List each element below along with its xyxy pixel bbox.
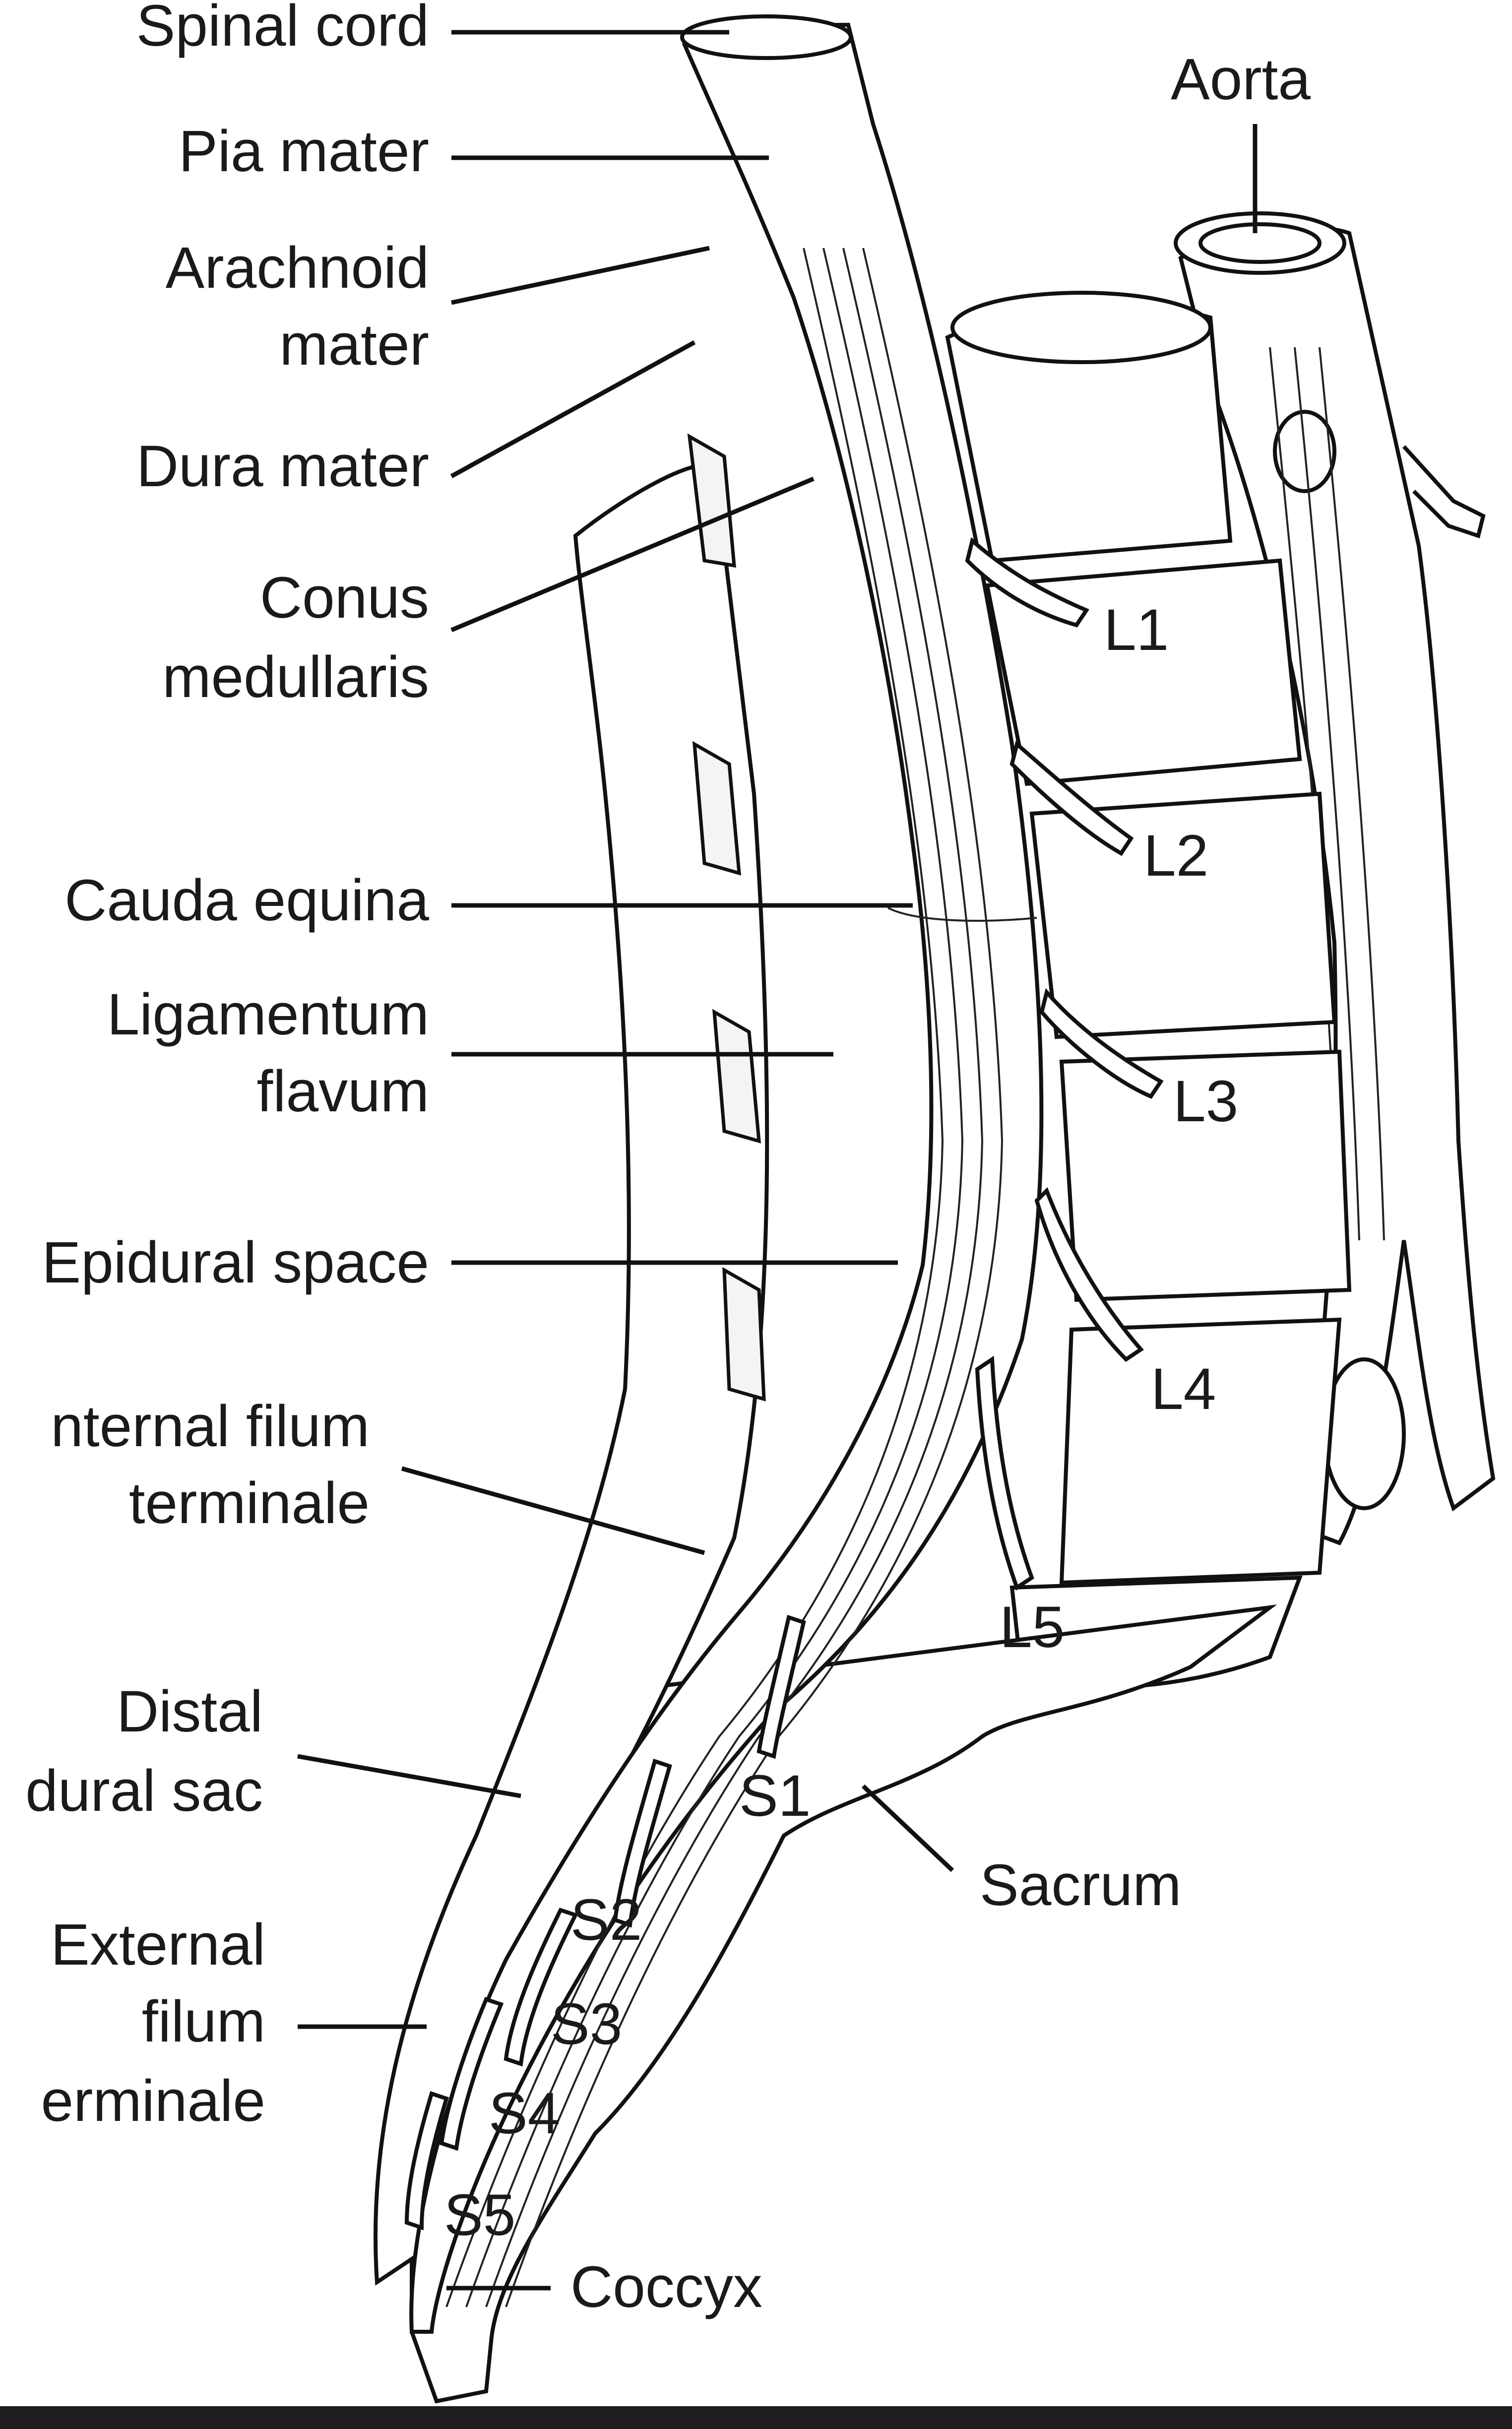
label-s4: S4 (489, 2081, 560, 2146)
label-l2: L2 (1143, 823, 1208, 889)
label-l4: L4 (1151, 1356, 1216, 1422)
aorta-illustration (1174, 211, 1496, 1545)
label-arachnoid-line1: Arachnoid (166, 235, 429, 301)
label-aorta: Aorta (1171, 47, 1311, 112)
label-conus-line2: medullaris (162, 644, 429, 710)
label-lig-flavum-line2: flavum (256, 1059, 429, 1124)
leader-dura-mater (450, 340, 696, 478)
leader-sacrum (861, 1784, 954, 1872)
label-pia-mater: Pia mater (179, 119, 429, 184)
label-epidural-space: Epidural space (42, 1230, 429, 1295)
leader-lines (297, 30, 1258, 2291)
label-internal-filum-line1: nternal filum (51, 1394, 370, 1459)
bottom-bar (0, 2406, 1512, 2429)
leader-arachnoid (451, 246, 710, 305)
label-s3: S3 (551, 1991, 622, 2057)
posterior-elements (373, 433, 769, 2286)
label-external-filum-line3: erminale (41, 2068, 265, 2134)
leader-distal-dural (297, 1754, 521, 1798)
label-cauda-equina: Cauda equina (64, 868, 429, 933)
label-dura-mater: Dura mater (136, 434, 429, 499)
label-s2: S2 (570, 1887, 642, 1953)
label-l5: L5 (1000, 1595, 1065, 1660)
right-labels: Aorta Sacrum L1 L2 L3 L4 L5 S1 S2 S3 S4 … (444, 47, 1311, 2248)
label-arachnoid-line2: mater (279, 312, 429, 378)
label-s5: S5 (444, 2182, 515, 2248)
label-external-filum-line2: filum (142, 1989, 265, 2054)
nerve-roots (404, 537, 1164, 2231)
label-s1: S1 (739, 1763, 811, 1829)
label-lig-flavum-line1: Ligamentum (107, 982, 429, 1047)
label-distal-dural-line1: Distal (117, 1679, 263, 1744)
label-internal-filum-line2: terminale (129, 1470, 370, 1536)
label-conus-line1: Conus (260, 565, 429, 631)
label-sacrum: Sacrum (980, 1853, 1182, 1918)
left-labels: Spinal cord Pia mater Arachnoid mater Du… (25, 0, 762, 2320)
label-spinal-cord: Spinal cord (136, 0, 429, 59)
label-coccyx: Coccyx (570, 2254, 762, 2320)
label-l1: L1 (1104, 597, 1169, 663)
label-external-filum-line1: External (51, 1912, 265, 1978)
vertebral-bodies (945, 291, 1352, 1689)
dural-sac-and-cord (409, 14, 1044, 2334)
leader-conus (450, 476, 815, 633)
leader-internal-filum (401, 1466, 705, 1555)
label-l3: L3 (1173, 1069, 1238, 1134)
label-distal-dural-line2: dural sac (25, 1758, 263, 1824)
